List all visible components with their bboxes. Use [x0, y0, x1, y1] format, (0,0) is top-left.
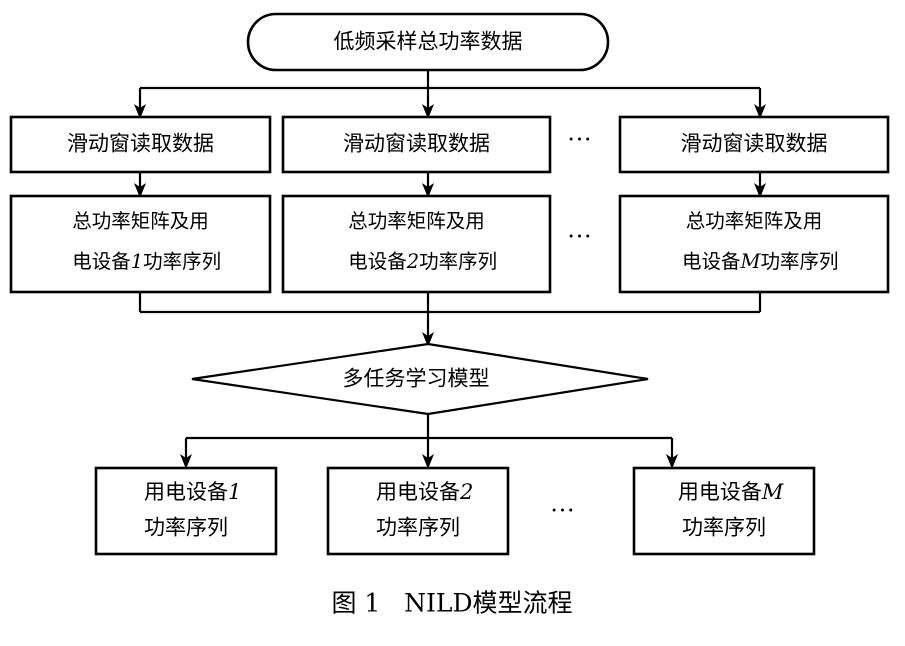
matrix-1-line2-pre: 电设备	[72, 250, 131, 273]
output-2-line1: 用电设备2	[316, 480, 520, 504]
node-matrix-2[interactable]: 总功率矩阵及用 电设备2功率序列	[281, 194, 552, 294]
output-3-line1-pre: 用电设备	[678, 480, 762, 504]
source-shape	[246, 12, 610, 72]
node-output-2[interactable]: 用电设备2 功率序列	[316, 466, 520, 556]
source-label: 低频采样总功率数据	[334, 30, 523, 54]
window-row-ellipsis: ···	[568, 127, 593, 153]
window-2-label: 滑动窗读取数据	[343, 132, 490, 156]
output-3-shape	[632, 466, 816, 556]
matrix-3-line2-var: M	[739, 250, 761, 273]
output-3-line1: 用电设备M	[618, 480, 830, 504]
model-label: 多任务学习模型	[343, 367, 490, 391]
connector-windows-to-matrices	[134, 172, 766, 198]
output-row-ellipsis: ···	[551, 498, 576, 524]
window-3-label: 滑动窗读取数据	[681, 132, 828, 156]
node-window-1[interactable]: 滑动窗读取数据	[9, 115, 272, 174]
matrix-2-shape	[281, 194, 552, 294]
output-3-line2: 功率序列	[682, 516, 766, 540]
output-1-shape	[94, 466, 278, 556]
matrix-2-line2-var: 2	[406, 250, 419, 273]
connector-model-to-outputs	[180, 414, 678, 469]
matrix-3-shape	[618, 194, 890, 294]
matrix-3-line2: 电设备M功率序列	[626, 250, 882, 273]
node-window-2[interactable]: 滑动窗读取数据	[281, 115, 552, 174]
matrix-2-line2: 电设备2功率序列	[292, 250, 540, 273]
output-2-line1-pre: 用电设备	[376, 480, 460, 504]
connector-source-to-windows	[134, 70, 766, 119]
output-1-line1-var: 1	[228, 480, 241, 504]
matrix-3-line2-post: 功率序列	[760, 250, 838, 273]
matrix-1-shape	[9, 194, 272, 294]
matrix-row-ellipsis: ···	[568, 224, 593, 250]
node-source[interactable]: 低频采样总功率数据	[246, 12, 610, 72]
matrix-1-line1: 总功率矩阵及用	[72, 210, 209, 233]
output-3-line1-var: M	[761, 480, 784, 504]
node-model[interactable]: 多任务学习模型	[191, 342, 649, 416]
output-2-shape	[326, 466, 510, 556]
matrix-3-line2-pre: 电设备	[682, 250, 741, 273]
output-1-line1: 用电设备1	[84, 480, 288, 504]
node-matrix-1[interactable]: 总功率矩阵及用 电设备1功率序列	[9, 194, 272, 294]
output-1-line1-pre: 用电设备	[144, 480, 228, 504]
matrix-3-line1: 总功率矩阵及用	[686, 210, 823, 233]
node-output-1[interactable]: 用电设备1 功率序列	[84, 466, 288, 556]
matrix-1-line2-post: 功率序列	[143, 250, 221, 273]
node-window-3[interactable]: 滑动窗读取数据	[618, 115, 890, 174]
node-output-3[interactable]: 用电设备M 功率序列	[618, 466, 830, 556]
matrix-2-line2-post: 功率序列	[419, 250, 497, 273]
output-2-line1-var: 2	[459, 480, 473, 504]
window-1-shape	[9, 115, 272, 174]
model-shape	[191, 342, 649, 416]
output-1-line2: 功率序列	[144, 516, 228, 540]
figure-caption: 图 1 NILD模型流程	[331, 589, 572, 618]
window-1-label: 滑动窗读取数据	[67, 132, 214, 156]
matrix-2-line1: 总功率矩阵及用	[348, 210, 485, 233]
matrix-2-line2-pre: 电设备	[348, 250, 407, 273]
matrix-1-line2: 电设备1功率序列	[16, 250, 264, 273]
window-2-shape	[281, 115, 552, 174]
window-3-shape	[618, 115, 890, 174]
connector-matrices-to-model	[138, 292, 762, 347]
node-matrix-3[interactable]: 总功率矩阵及用 电设备M功率序列	[618, 194, 890, 294]
matrix-1-line2-var: 1	[131, 250, 143, 273]
output-2-line2: 功率序列	[376, 516, 460, 540]
